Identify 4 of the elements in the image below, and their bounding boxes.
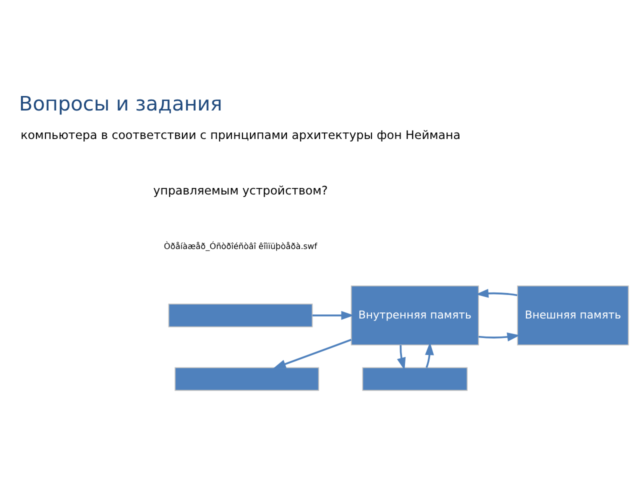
diagram-title: Вопросы и задания — [19, 90, 222, 115]
label: компьютера в соответствии с принципами архитектуры фон Неймана — [20, 128, 460, 142]
label: управляемым устройством? — [153, 183, 328, 198]
label: Òðåíàæåð_Óñòðîéñòâî êîìïüþòåðà.swf — [164, 240, 318, 250]
